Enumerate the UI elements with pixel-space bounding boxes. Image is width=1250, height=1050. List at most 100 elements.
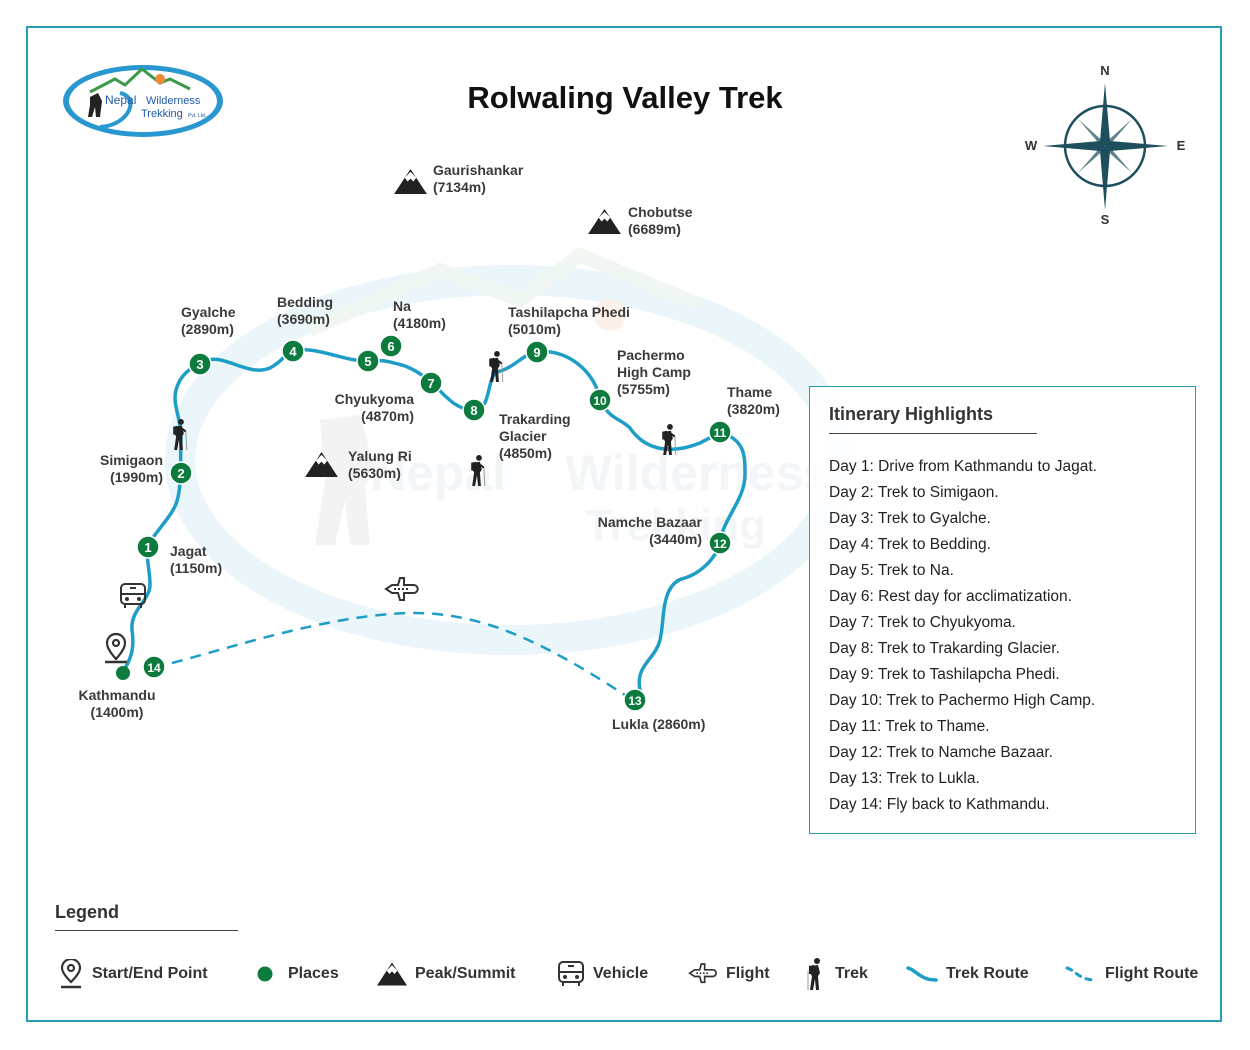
- compass-south: S: [1101, 212, 1110, 227]
- place-dot-icon: [623, 688, 647, 712]
- place-dot-icon: [708, 531, 732, 555]
- place-marker-number: 13: [628, 694, 642, 708]
- itinerary-day: Day 7: Trek to Chyukyoma.: [829, 614, 1016, 631]
- place-marker-day-3: 3: [188, 352, 212, 376]
- place-label-pachermo-high-camp: Pachermo High Camp(5755m): [617, 347, 691, 397]
- legend-title: Legend: [55, 902, 120, 922]
- itinerary-day: Day 11: Trek to Thame.: [829, 718, 990, 735]
- itinerary-title: Itinerary Highlights: [829, 404, 994, 424]
- svg-text:Wilderness: Wilderness: [565, 445, 831, 501]
- map-title: Rolwaling Valley Trek: [467, 80, 783, 115]
- flight-route-icon: [1065, 966, 1097, 982]
- place-dot-icon: [379, 334, 403, 358]
- itinerary-day: Day 1: Drive from Kathmandu to Jagat.: [829, 458, 1097, 475]
- mountain-icon: [588, 208, 621, 235]
- place-marker-number: 9: [533, 345, 540, 360]
- place-marker-day-5: 5: [356, 349, 380, 373]
- legend-label: Trek: [835, 965, 868, 982]
- legend-label: Flight Route: [1105, 965, 1199, 982]
- compass-west: W: [1025, 138, 1038, 153]
- trek-route-icon: [906, 966, 938, 982]
- legend-label: Peak/Summit: [415, 965, 516, 982]
- place-marker-day-2: 2: [169, 461, 193, 485]
- svg-text:Nepal: Nepal: [370, 445, 506, 501]
- itinerary-day: Day 3: Trek to Gyalche.: [829, 510, 991, 527]
- place-marker-number: 11: [714, 426, 727, 440]
- place-marker-day-11: 11: [708, 420, 732, 444]
- legend-item-flight: Flight: [688, 960, 770, 988]
- place-label-bedding: Bedding(3690m): [277, 294, 333, 327]
- legend-item-vehicle: Vehicle: [557, 960, 648, 988]
- legend-item-start-end: Start/End Point: [58, 959, 208, 989]
- place-dot-icon: [419, 371, 443, 395]
- bus-icon: [120, 583, 146, 608]
- airplane-icon: [688, 963, 717, 984]
- logo-text-wilderness: Wilderness: [146, 95, 201, 107]
- map-frame: [26, 26, 1222, 1022]
- place-label-simigaon: Simigaon(1990m): [99, 452, 163, 485]
- place-label-trakarding-glacier: Trakarding Glacier(4850m): [499, 411, 571, 461]
- peak-label-gaurishankar: Gaurishankar(7134m): [433, 162, 524, 195]
- place-label-jagat: Jagat(1150m): [170, 543, 223, 576]
- start-point-dot: [116, 666, 130, 680]
- place-marker-day-12: 12: [708, 531, 732, 555]
- place-marker-number: 6: [387, 339, 394, 354]
- place-marker-day-7: 7: [419, 371, 443, 395]
- place-dot-icon: [708, 420, 732, 444]
- place-marker-day-13: 13: [623, 688, 647, 712]
- place-marker-number: 12: [713, 537, 727, 551]
- place-label-kathmandu: Kathmandu(1400m): [78, 687, 156, 720]
- legend-item-places: Places: [256, 960, 339, 988]
- itinerary-day: Day 14: Fly back to Kathmandu.: [829, 796, 1050, 813]
- legend-item-peak: Peak/Summit: [377, 960, 515, 988]
- place-marker-day-4: 4: [281, 339, 305, 363]
- legend-item-trek: Trek: [805, 958, 868, 990]
- place-marker-number: 4: [289, 344, 297, 359]
- itinerary-day: Day 13: Trek to Lukla.: [829, 770, 980, 787]
- hiker-icon: [488, 350, 504, 383]
- legend-label: Flight: [726, 965, 770, 982]
- place-dot-icon: [136, 535, 160, 559]
- place-marker-number: 7: [427, 376, 434, 391]
- place-dot-icon: [462, 398, 486, 422]
- place-label-chyukyoma: Chyukyoma(4870m): [334, 391, 414, 424]
- mountain-icon: [377, 962, 407, 986]
- place-marker-day-14: 14: [142, 655, 166, 679]
- itinerary-day: Day 5: Trek to Na.: [829, 562, 954, 579]
- place-dot-icon: [588, 388, 612, 412]
- place-marker-number: 3: [196, 357, 203, 372]
- place-marker-day-10: 10: [588, 388, 612, 412]
- itinerary-day: Day 6: Rest day for acclimatization.: [829, 588, 1072, 605]
- place-marker-day-1: 1: [136, 535, 160, 559]
- place-marker-day-8: 8: [462, 398, 486, 422]
- place-marker-number: 5: [364, 354, 371, 369]
- bus-icon: [558, 961, 584, 986]
- place-marker-number: 1: [144, 540, 151, 555]
- place-marker-number: 8: [470, 403, 477, 418]
- logo-text-nepal: Nepal: [105, 93, 136, 107]
- place-label-lukla: Lukla (2860m): [612, 716, 706, 732]
- place-dot-icon: [356, 349, 380, 373]
- place-dot-icon: [169, 461, 193, 485]
- place-marker-number: 2: [177, 466, 184, 481]
- compass-rose: N S W E: [1015, 58, 1195, 233]
- svg-text:Trekking: Trekking: [585, 501, 766, 550]
- peak-label-yalung-ri: Yalung Ri(5630m): [348, 448, 412, 481]
- logo-text-suffix: Pvt. Ltd.: [188, 113, 206, 119]
- company-logo: Nepal Wilderness Trekking Pvt. Ltd.: [60, 57, 226, 141]
- map-pin-icon: [60, 959, 82, 989]
- itinerary-day: Day 2: Trek to Simigaon.: [829, 484, 999, 501]
- compass-north: N: [1100, 63, 1109, 78]
- place-marker-day-9: 9: [525, 340, 549, 364]
- legend-item-flight-route: Flight Route: [1065, 960, 1198, 988]
- peak-label-chobutse: Chobutse(6689m): [628, 204, 693, 237]
- place-label-thame: Thame(3820m): [727, 384, 780, 417]
- place-marker-number: 14: [147, 661, 161, 675]
- place-dot-icon: [525, 340, 549, 364]
- place-dot-icon: [281, 339, 305, 363]
- legend-label: Places: [288, 965, 339, 982]
- legend-divider: [55, 930, 238, 931]
- itinerary-day: Day 4: Trek to Bedding.: [829, 536, 991, 553]
- legend-item-trek-route: Trek Route: [906, 960, 1029, 988]
